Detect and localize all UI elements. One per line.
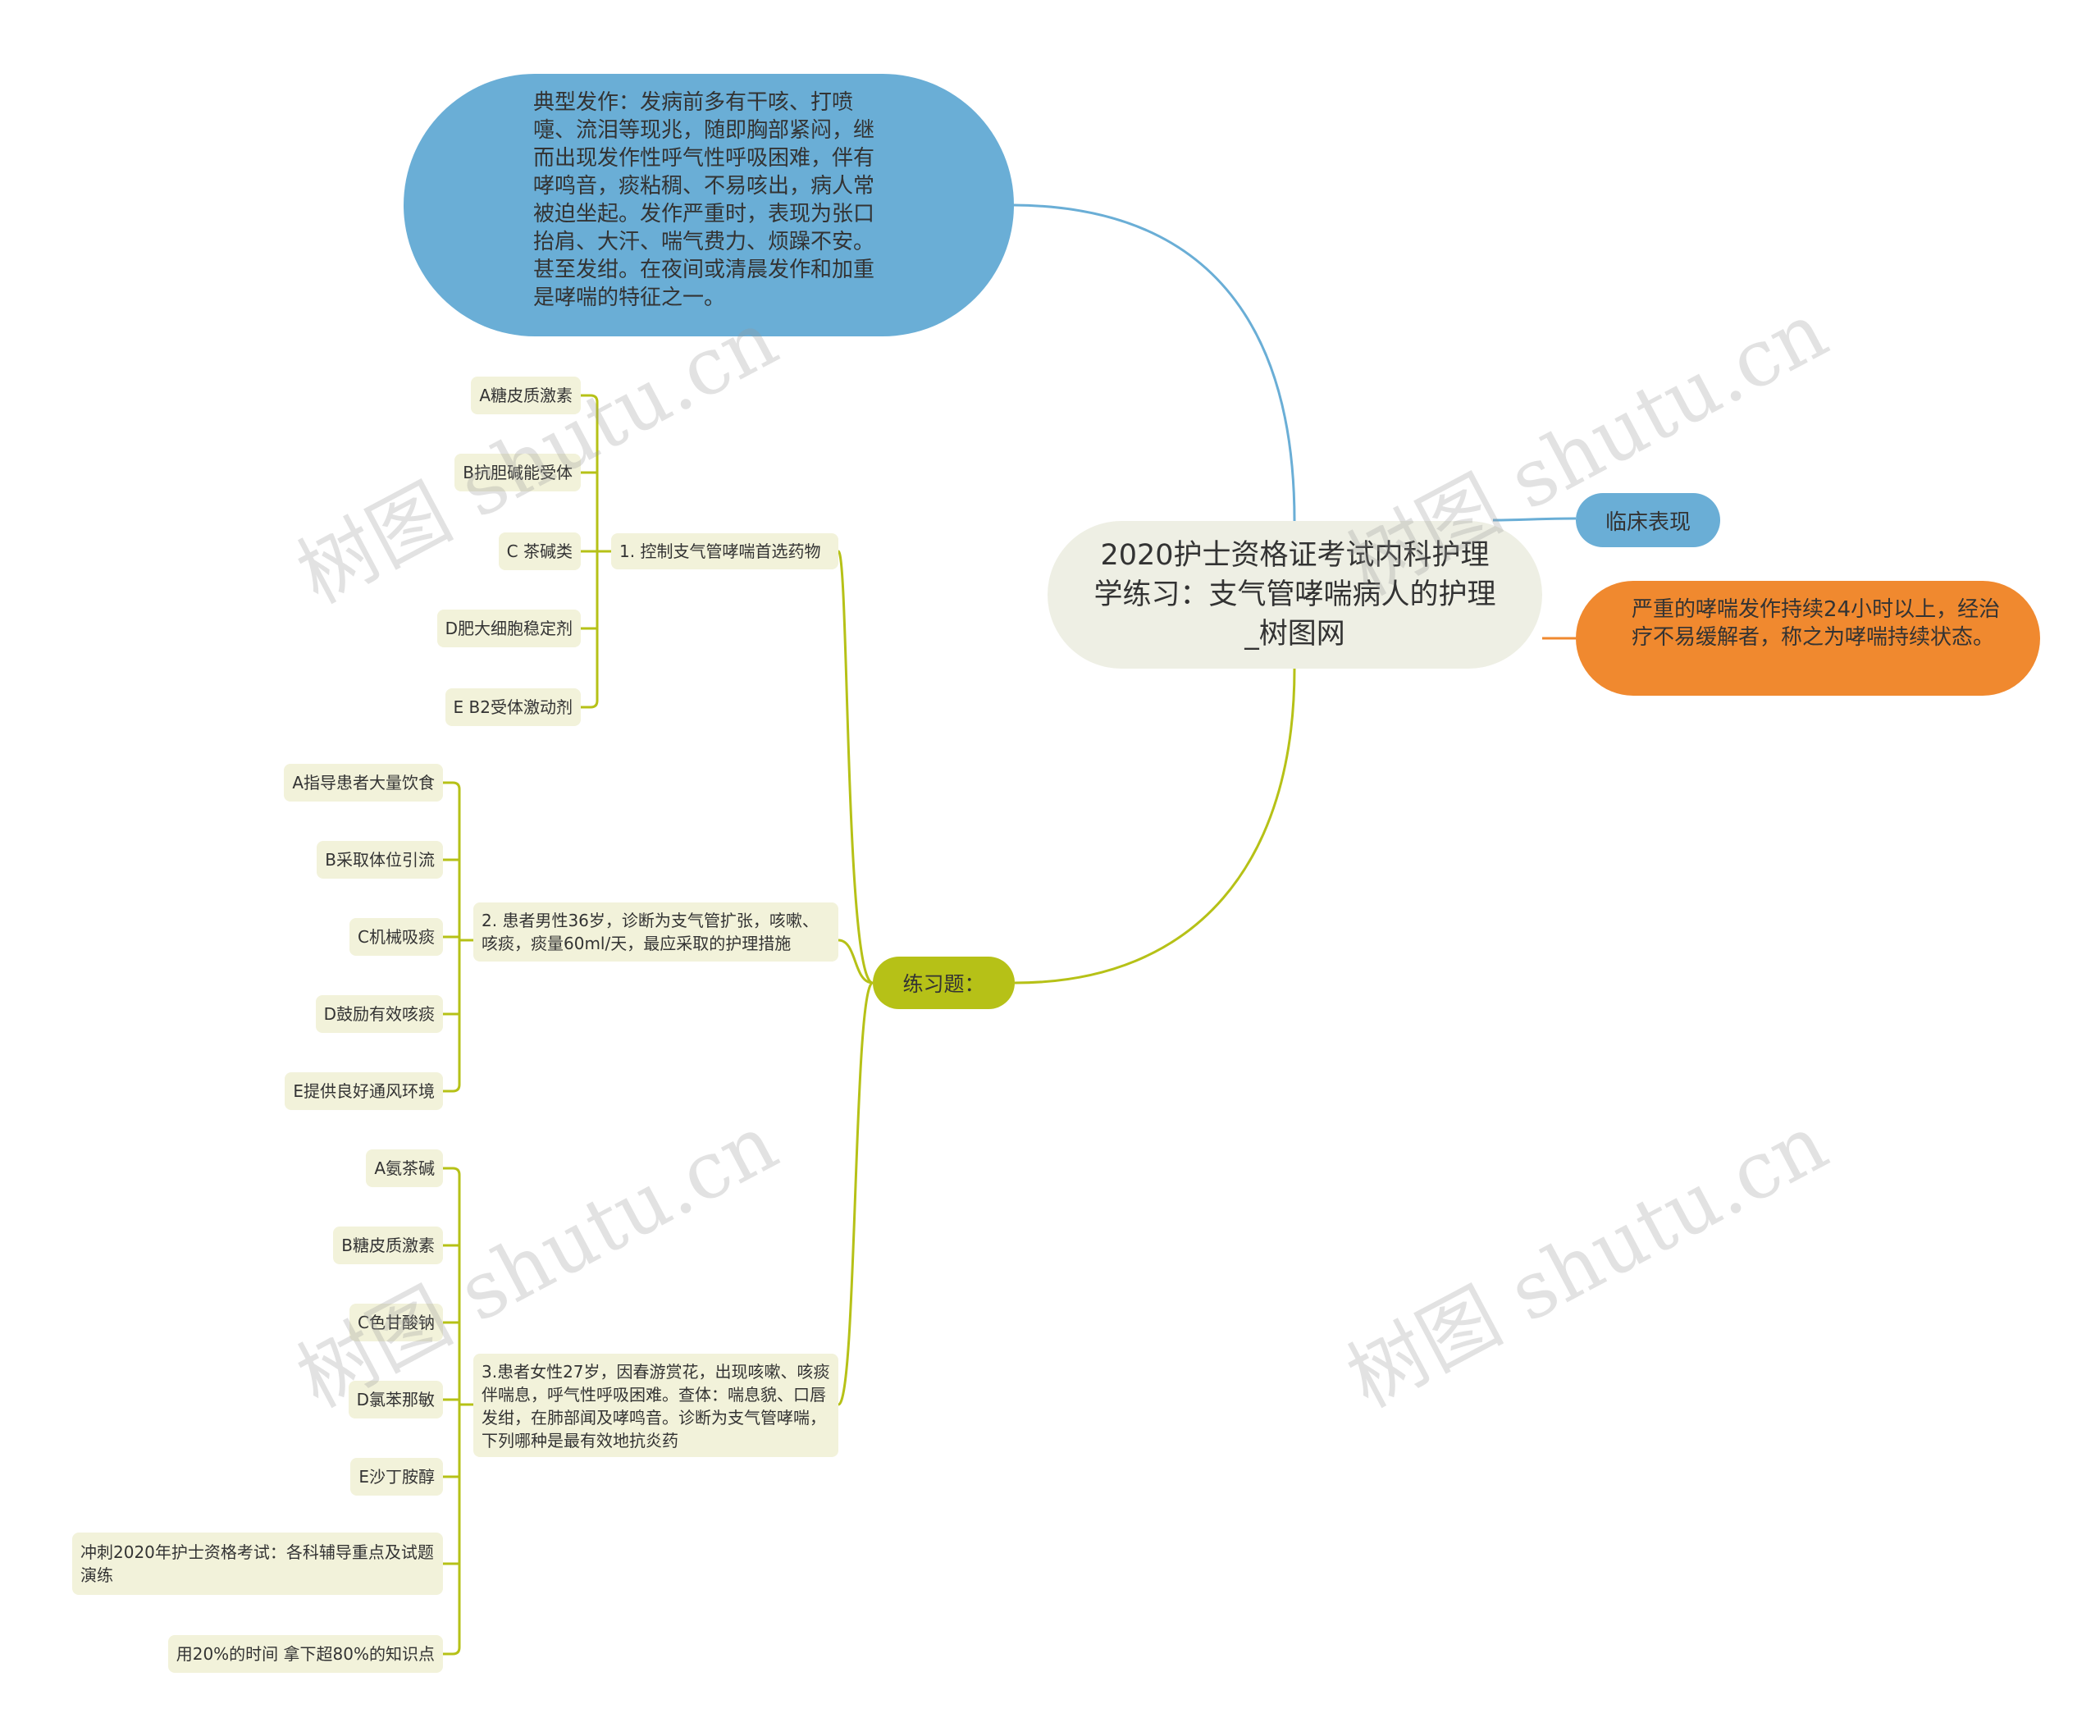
q2-option-b[interactable]: B采取体位引流 bbox=[317, 841, 443, 879]
link-root-typical bbox=[1013, 203, 1296, 522]
root-title: 2020护士资格证考试内科护理学练习：支气管哮喘病人的护理_树图网 bbox=[1093, 539, 1496, 651]
q1-option-a-text: A糖皮质激素 bbox=[479, 386, 573, 405]
bracket-q3 bbox=[452, 1167, 473, 1656]
q3-option-a[interactable]: A氨茶碱 bbox=[366, 1149, 443, 1187]
q3-option-c-text: C色甘酸钠 bbox=[358, 1313, 435, 1332]
status-asthmaticus-text: 严重的哮喘发作持续24小时以上，经治疗不易缓解者，称之为哮喘持续状态。 bbox=[1632, 597, 2001, 650]
q3-option-c[interactable]: C色甘酸钠 bbox=[349, 1304, 443, 1341]
q2-option-b-text: B采取体位引流 bbox=[325, 850, 435, 870]
q2-option-c-text: C机械吸痰 bbox=[358, 927, 435, 947]
link-root-clinical bbox=[1492, 517, 1577, 522]
q3-option-d[interactable]: D氯苯那敏 bbox=[348, 1381, 443, 1418]
question-1[interactable]: 1. 控制支气管哮喘首选药物 bbox=[611, 533, 838, 569]
question-2[interactable]: 2. 患者男性36岁，诊断为支气管扩张，咳嗽、咳痰，痰量60ml/天，最应采取的… bbox=[473, 902, 838, 962]
promo-link-1-text: 冲刺2020年护士资格考试：各科辅导重点及试题演练 bbox=[80, 1542, 434, 1585]
link-practice-q2 bbox=[838, 939, 874, 984]
link-practice-q3 bbox=[837, 981, 874, 1406]
q1-option-a[interactable]: A糖皮质激素 bbox=[471, 377, 581, 414]
promo-link-2[interactable]: 用20%的时间 拿下超80%的知识点 bbox=[167, 1635, 443, 1673]
q2-option-d-text: D鼓励有效咳痰 bbox=[323, 1004, 435, 1024]
q3-option-d-text: D氯苯那敏 bbox=[356, 1390, 435, 1409]
q3-option-b-text: B糖皮质激素 bbox=[341, 1236, 435, 1255]
q3-option-a-text: A氨茶碱 bbox=[374, 1158, 435, 1178]
q1-option-d[interactable]: D肥大细胞稳定剂 bbox=[436, 610, 581, 647]
link-practice-q1 bbox=[837, 550, 874, 984]
q2-option-c[interactable]: C机械吸痰 bbox=[349, 918, 443, 956]
question-2-text: 2. 患者男性36岁，诊断为支气管扩张，咳嗽、咳痰，痰量60ml/天，最应采取的… bbox=[482, 911, 819, 953]
q1-option-e[interactable]: E B2受体激动剂 bbox=[445, 688, 581, 726]
typical-attack-node[interactable]: 典型发作：发病前多有干咳、打喷嚏、流泪等现兆，随即胸部紧闷，继而出现发作性呼气性… bbox=[404, 74, 1014, 336]
q3-option-b[interactable]: B糖皮质激素 bbox=[333, 1227, 443, 1264]
link-root-practice bbox=[1014, 668, 1296, 984]
root-topic[interactable]: 2020护士资格证考试内科护理学练习：支气管哮喘病人的护理_树图网 bbox=[1048, 521, 1542, 669]
question-1-text: 1. 控制支气管哮喘首选药物 bbox=[619, 541, 821, 561]
typical-attack-text: 典型发作：发病前多有干咳、打喷嚏、流泪等现兆，随即胸部紧闷，继而出现发作性呼气性… bbox=[533, 90, 875, 310]
q2-option-a[interactable]: A指导患者大量饮食 bbox=[284, 764, 443, 802]
q1-option-c[interactable]: C 茶碱类 bbox=[498, 532, 581, 570]
clinical-label: 临床表现 bbox=[1605, 509, 1691, 535]
q2-option-d[interactable]: D鼓励有效咳痰 bbox=[315, 995, 443, 1033]
q1-option-b-text: B抗胆碱能受体 bbox=[463, 463, 573, 482]
promo-link-2-text: 用20%的时间 拿下超80%的知识点 bbox=[176, 1644, 435, 1664]
q2-option-e[interactable]: E提供良好通风环境 bbox=[285, 1072, 443, 1110]
question-3-text: 3.患者女性27岁，因春游赏花，出现咳嗽、咳痰伴喘息，呼气性呼吸困难。查体：喘息… bbox=[482, 1362, 830, 1450]
q3-option-e[interactable]: E沙丁胺醇 bbox=[350, 1458, 443, 1496]
q1-option-e-text: E B2受体激动剂 bbox=[453, 697, 573, 717]
practice-label: 练习题： bbox=[902, 972, 985, 996]
clinical-node[interactable]: 临床表现 bbox=[1576, 493, 1720, 547]
q2-option-a-text: A指导患者大量饮食 bbox=[292, 773, 435, 793]
q3-option-e-text: E沙丁胺醇 bbox=[358, 1467, 435, 1487]
status-asthmaticus-node[interactable]: 严重的哮喘发作持续24小时以上，经治疗不易缓解者，称之为哮喘持续状态。 bbox=[1576, 581, 2040, 696]
question-3[interactable]: 3.患者女性27岁，因春游赏花，出现咳嗽、咳痰伴喘息，呼气性呼吸困难。查体：喘息… bbox=[473, 1354, 838, 1457]
q1-option-c-text: C 茶碱类 bbox=[506, 541, 573, 561]
q1-option-d-text: D肥大细胞稳定剂 bbox=[445, 619, 573, 638]
promo-link-1[interactable]: 冲刺2020年护士资格考试：各科辅导重点及试题演练 bbox=[72, 1533, 443, 1595]
q1-option-b[interactable]: B抗胆碱能受体 bbox=[454, 454, 581, 491]
practice-node[interactable]: 练习题： bbox=[873, 957, 1015, 1009]
q2-option-e-text: E提供良好通风环境 bbox=[293, 1081, 435, 1101]
